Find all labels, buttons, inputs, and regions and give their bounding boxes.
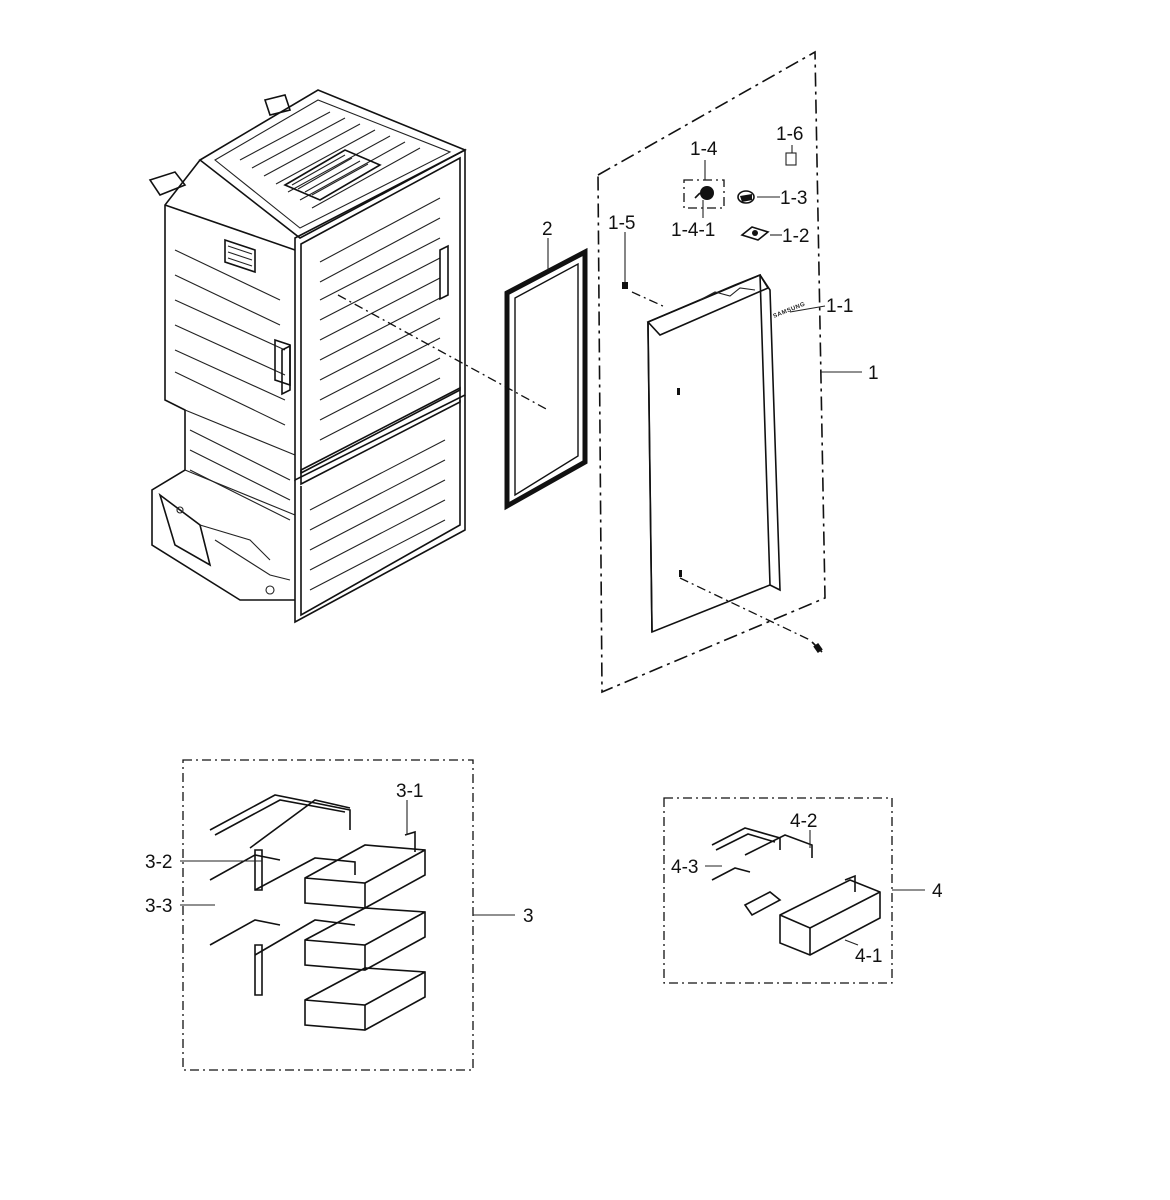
callout-1: 1: [868, 363, 879, 384]
part-1-6: [785, 152, 797, 166]
callout-1-4: 1-4: [690, 139, 718, 160]
callout-1-2: 1-2: [782, 226, 809, 247]
callout-1-1: 1-1: [826, 296, 853, 317]
callout-2: 2: [542, 219, 553, 240]
part-1-4-1-cap: [694, 186, 714, 200]
leader-lines: [180, 145, 925, 946]
refrigerator-door: SAMSUNG: [646, 273, 807, 634]
explode-line-gasket: [337, 294, 549, 411]
callout-1-5: 1-5: [608, 213, 635, 234]
part-1-3: [737, 190, 755, 204]
guard-set-4-frame: [663, 797, 893, 984]
door-logo: SAMSUNG: [773, 301, 807, 319]
callout-3-2: 3-2: [145, 852, 172, 873]
part-1-2: [740, 226, 770, 241]
guard-set-3-parts: [209, 794, 426, 1031]
door-gasket: [504, 247, 588, 511]
callout-4-2: 4-2: [790, 811, 817, 832]
callout-1-3: 1-3: [780, 188, 807, 209]
callout-4-3: 4-3: [671, 857, 698, 878]
callout-3-1: 3-1: [396, 781, 423, 802]
callout-3-3: 3-3: [145, 896, 172, 917]
door-assembly-frame: [597, 50, 826, 694]
part-1-4-box: [683, 179, 725, 209]
guard-set-3-frame: [182, 759, 474, 1071]
door-hinge-parts: [622, 282, 823, 653]
callout-4: 4: [932, 881, 943, 902]
callout-1-4-1: 1-4-1: [671, 220, 715, 241]
guard-set-4-parts: [711, 827, 881, 956]
callout-4-1: 4-1: [855, 946, 882, 967]
callout-1-6: 1-6: [776, 124, 803, 145]
refrigerator-cabinet: [148, 89, 467, 624]
callout-3: 3: [523, 906, 534, 927]
